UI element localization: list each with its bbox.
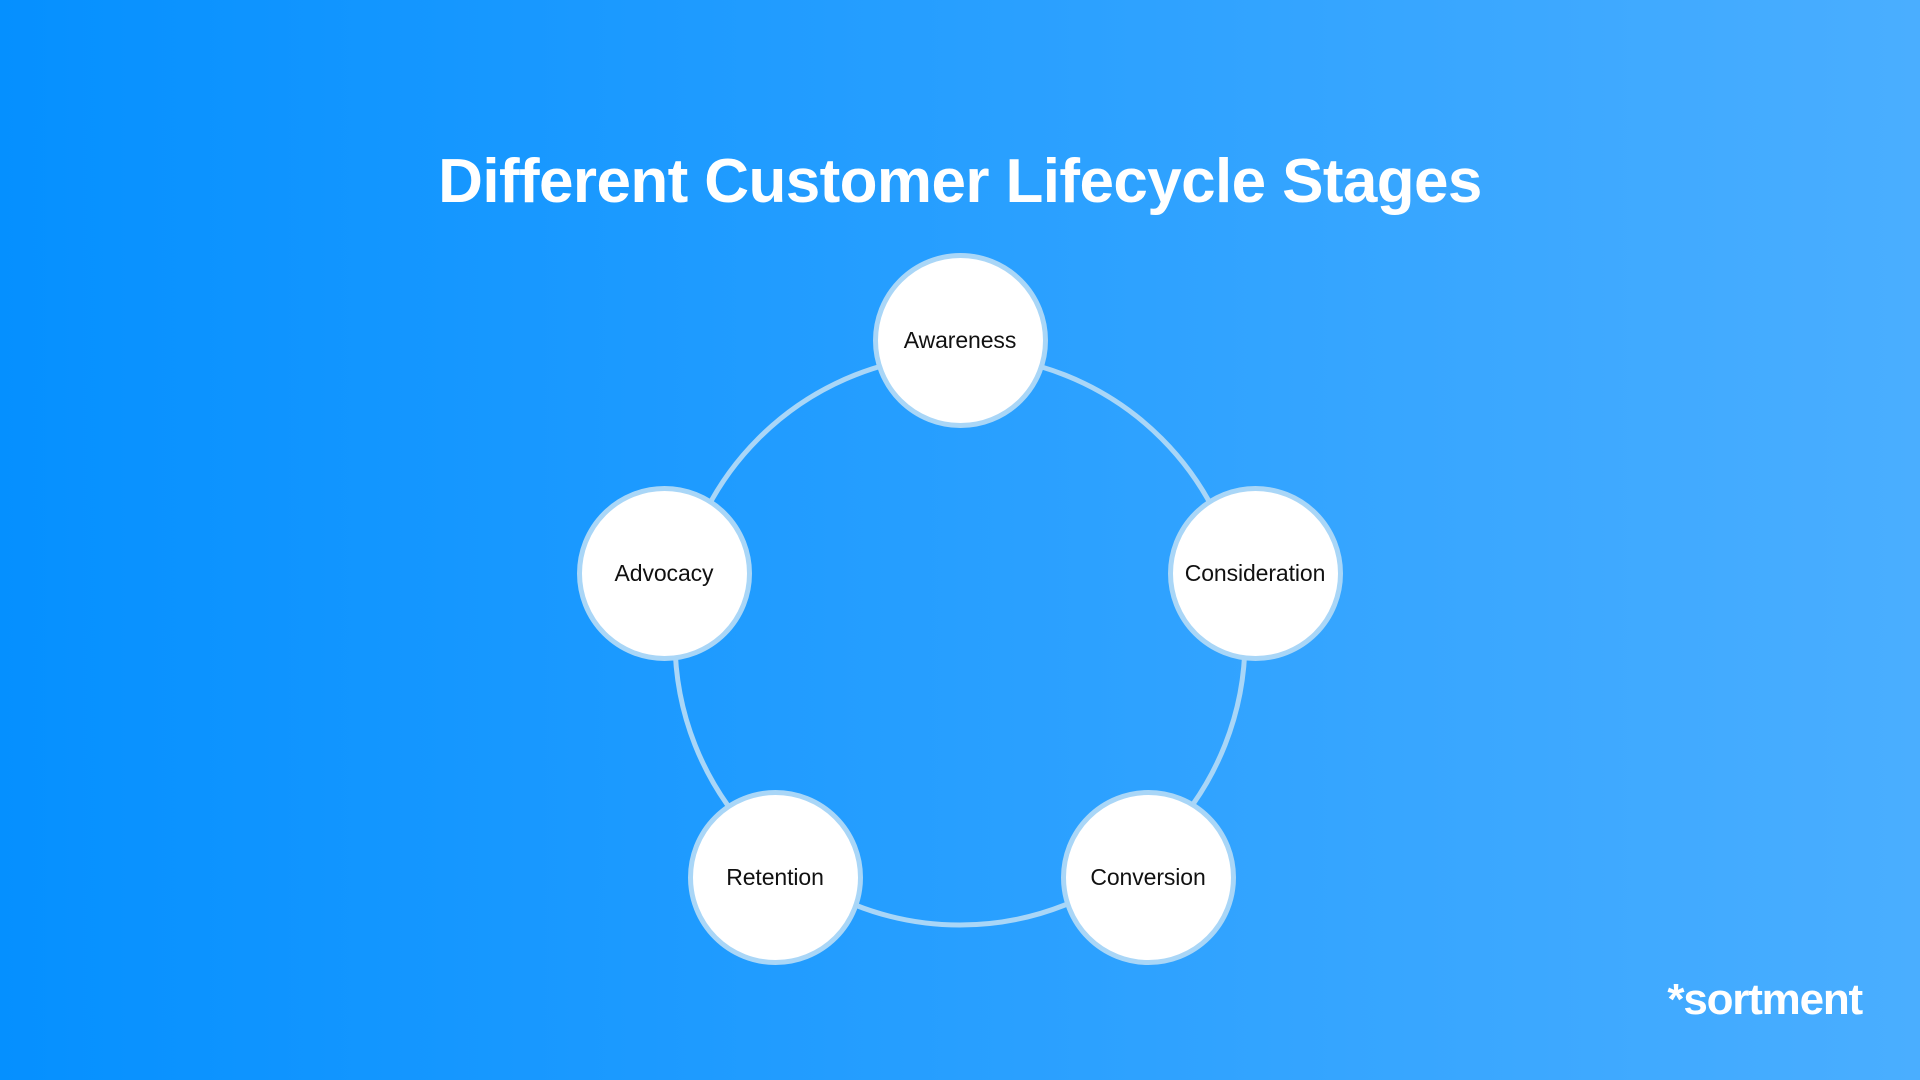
stage-node-label: Conversion: [1090, 863, 1206, 890]
page-title: Different Customer Lifecycle Stages: [438, 146, 1482, 216]
sortment-logo: *sortment: [1667, 975, 1863, 1024]
stage-node-label: Awareness: [903, 326, 1017, 353]
stage-node-awareness[interactable]: Awareness: [872, 252, 1048, 428]
stage-node-consideration[interactable]: Consideration: [1167, 485, 1343, 661]
stage-node-advocacy[interactable]: Advocacy: [576, 485, 752, 661]
stage-node-retention[interactable]: Retention: [687, 789, 863, 965]
stage-node-label: Advocacy: [614, 559, 714, 586]
stage-node-label: Retention: [726, 863, 824, 890]
stage-node-conversion[interactable]: Conversion: [1060, 789, 1236, 965]
stage-node-label: Consideration: [1184, 559, 1326, 586]
